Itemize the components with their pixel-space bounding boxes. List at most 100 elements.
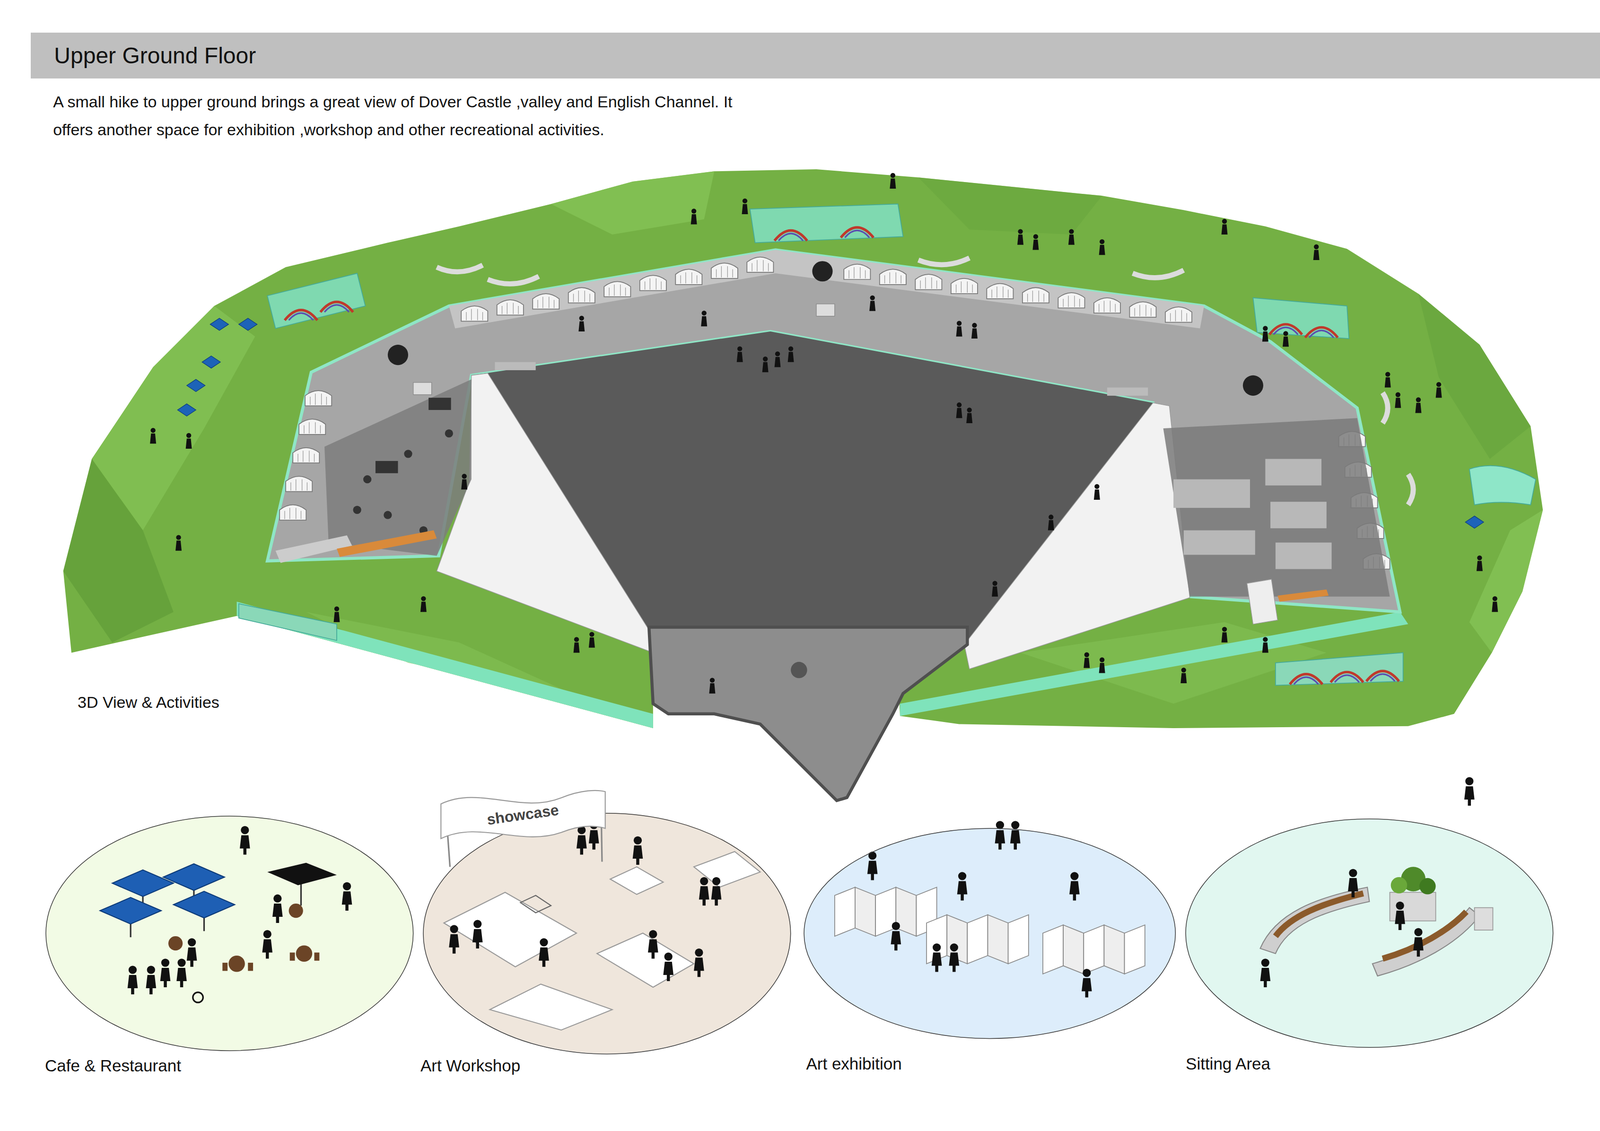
exhibition-vignette xyxy=(987,915,1008,965)
exhibition-vignette xyxy=(1081,969,1093,998)
visitors xyxy=(956,321,963,337)
entrance-plaza xyxy=(790,662,808,679)
casemate-arches xyxy=(603,281,631,297)
workshop-vignette xyxy=(632,836,644,866)
vignette-outline xyxy=(423,813,791,1055)
visitors xyxy=(149,428,157,444)
casemate-arches xyxy=(461,306,488,322)
cafe-vignette xyxy=(45,816,414,1051)
workshop-vignette xyxy=(472,920,483,949)
activity-vignette: Art exhibition xyxy=(804,828,1176,1081)
sitting-vignette xyxy=(1390,877,1408,894)
exhibition-vignette xyxy=(1010,821,1021,850)
workshop-vignette xyxy=(576,826,587,855)
visitors xyxy=(774,351,781,368)
showcase-banner: showcase xyxy=(438,783,608,848)
exhibition-vignette xyxy=(855,887,876,937)
cafe-vignette xyxy=(176,958,187,988)
exhibition-vignette xyxy=(948,943,960,972)
visitors xyxy=(1435,382,1443,398)
vignette-outline xyxy=(423,813,791,1055)
visitors xyxy=(1491,596,1498,613)
casemate-arches xyxy=(986,283,1014,299)
parade-ground xyxy=(494,362,536,371)
vignette-label: Art exhibition xyxy=(805,1054,902,1075)
terrace xyxy=(275,379,1391,625)
entrance-plaza xyxy=(648,627,968,801)
visitors xyxy=(787,346,795,362)
workshop-vignette xyxy=(647,930,659,959)
visitors xyxy=(1048,514,1055,531)
hillside xyxy=(1418,293,1531,459)
visitors xyxy=(1099,239,1106,255)
page-title: Upper Ground Floor xyxy=(53,42,256,69)
exhibition-vignette xyxy=(931,943,943,972)
visitors xyxy=(736,346,744,362)
visitors xyxy=(461,473,468,490)
casemate-arches xyxy=(879,269,907,285)
visitors xyxy=(1313,244,1320,261)
casemate-arches xyxy=(568,287,595,303)
terrace xyxy=(1163,418,1391,597)
visitors xyxy=(1221,627,1228,643)
terrace xyxy=(428,397,451,411)
visitors xyxy=(1099,657,1106,674)
cafe-vignette xyxy=(272,894,283,924)
visitors xyxy=(991,581,998,597)
benches xyxy=(1407,474,1414,506)
hillside xyxy=(1469,509,1543,653)
sitting-vignette xyxy=(1185,819,1554,1048)
visitors xyxy=(573,637,580,653)
umbrellas xyxy=(1465,515,1484,529)
cafe-vignette xyxy=(296,945,313,962)
sitting-vignette xyxy=(1394,901,1406,931)
workshop-vignette xyxy=(663,953,674,982)
hillside xyxy=(550,171,715,235)
sitting-vignette xyxy=(1413,928,1424,957)
terrace xyxy=(353,506,362,515)
workshop-vignette xyxy=(520,895,551,914)
visitors xyxy=(1083,652,1090,669)
visitors xyxy=(588,631,595,648)
visitors xyxy=(1093,484,1101,500)
casemate-arches xyxy=(915,274,942,290)
cafe-vignette xyxy=(262,930,273,959)
visitors xyxy=(1262,325,1269,342)
visitors xyxy=(333,606,341,622)
terrace xyxy=(375,461,398,474)
casemate-entrance xyxy=(320,301,353,313)
sitting-vignette xyxy=(1474,908,1494,931)
casemate-arches xyxy=(279,505,307,521)
exhibition-vignette xyxy=(1069,872,1080,901)
casemate-arches xyxy=(387,344,409,366)
terrace xyxy=(383,511,392,520)
vignette-outline xyxy=(1185,819,1554,1048)
exhibition-vignette xyxy=(957,872,968,901)
hillside xyxy=(63,459,174,643)
benches xyxy=(1382,392,1388,424)
exhibition-vignette xyxy=(1083,925,1104,975)
cafe-vignette xyxy=(228,955,245,973)
vignette-label: Cafe & Restaurant xyxy=(44,1056,182,1076)
front-facade xyxy=(1275,652,1404,686)
terrace xyxy=(1277,589,1329,603)
sitting-vignette xyxy=(1275,893,1364,937)
casemate-arches xyxy=(639,275,667,291)
umbrellas xyxy=(1469,465,1536,506)
intro-text: A small hike to upper ground brings a gr… xyxy=(52,87,768,144)
umbrellas xyxy=(177,403,196,417)
terrace xyxy=(403,449,412,458)
parade-ground xyxy=(413,382,432,395)
terrace xyxy=(1270,501,1327,529)
workshop-vignette xyxy=(711,877,722,906)
terrace xyxy=(363,475,372,484)
vignette-outline xyxy=(804,828,1176,1039)
front-facade xyxy=(1289,674,1323,685)
visitors xyxy=(1068,228,1075,245)
cafe-vignette xyxy=(314,953,320,962)
visitors xyxy=(1394,392,1401,409)
casemate-arches xyxy=(711,262,738,279)
vignette-label: Sitting Area xyxy=(1185,1054,1271,1075)
vignette-outline xyxy=(45,816,414,1051)
banner-text-holder: showcase xyxy=(438,783,608,848)
